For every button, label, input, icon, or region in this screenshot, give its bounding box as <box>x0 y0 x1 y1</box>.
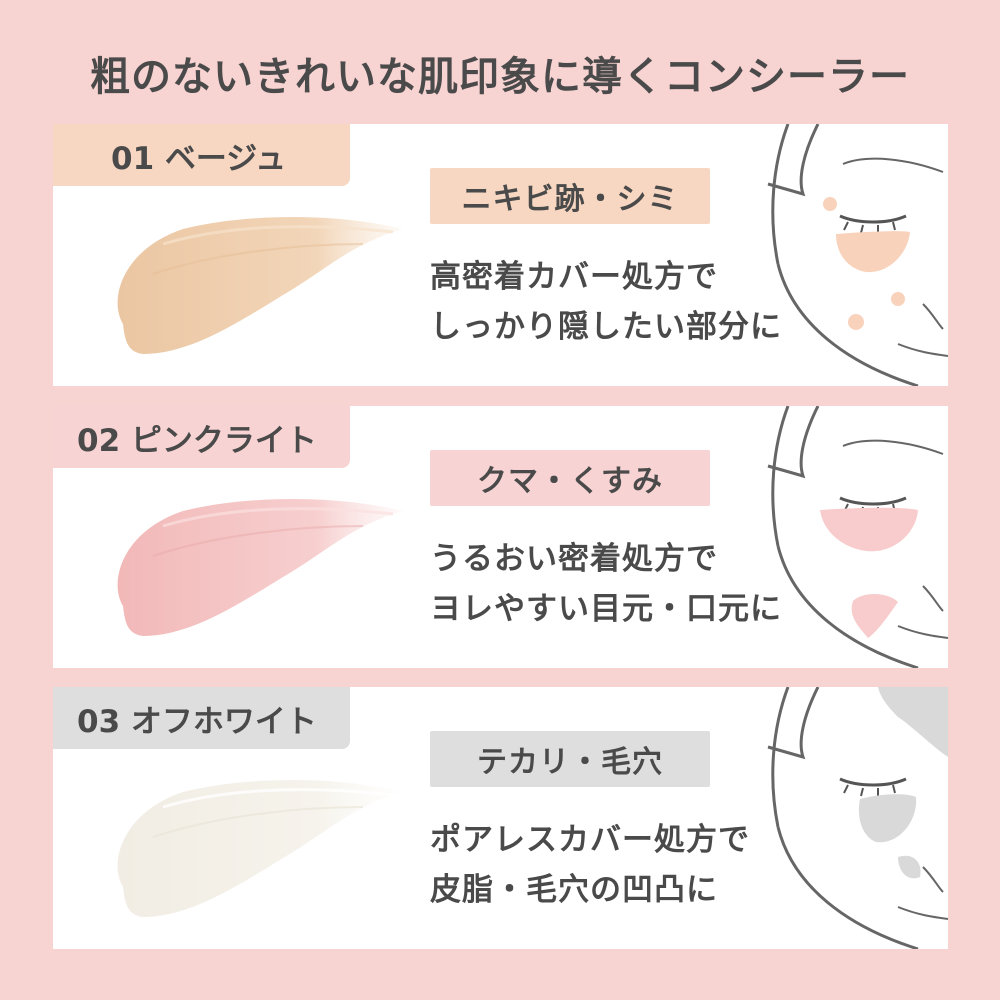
description-line: 皮脂・毛穴の凹凸に <box>430 872 718 908</box>
description-line: うるおい密着処方で <box>430 541 718 577</box>
shade-description: ポアレスカバー処方で 皮脂・毛穴の凹凸に <box>430 815 790 915</box>
shade-description: うるおい密着処方で ヨレやすい目元・口元に <box>430 534 790 634</box>
concealer-swatch-icon <box>117 498 403 636</box>
concealer-swatch-icon <box>117 216 403 354</box>
concern-tag: テカリ・毛穴 <box>430 731 710 787</box>
face-illustration-icon <box>767 124 948 386</box>
description-line: しっかり隠したい部分に <box>430 309 782 345</box>
page-title: 粗のないきれいな肌印象に導くコンシーラー <box>90 54 910 100</box>
description-line: ポアレスカバー処方で <box>430 822 750 858</box>
shade-card-beige: 01 ベージュ ニキビ跡・シミ 高密着カバー処方で しっかり隠したい部分に <box>53 124 948 386</box>
concealer-swatch-icon <box>117 779 403 917</box>
shade-label: 03 オフホワイト <box>53 687 350 749</box>
shade-description: 高密着カバー処方で しっかり隠したい部分に <box>430 252 790 352</box>
concern-tag: クマ・くすみ <box>430 450 710 506</box>
shade-card-off-white: 03 オフホワイト テカリ・毛穴 ポアレスカバー処方で 皮脂・毛穴の凹凸に <box>53 687 948 949</box>
shade-label: 01 ベージュ <box>53 124 350 186</box>
face-illustration-icon <box>767 406 948 668</box>
shade-label: 02 ピンクライト <box>53 406 350 468</box>
description-line: 高密着カバー処方で <box>430 259 718 295</box>
concern-tag: ニキビ跡・シミ <box>430 168 710 224</box>
face-illustration-icon <box>767 687 948 949</box>
shade-card-pink-light: 02 ピンクライト クマ・くすみ うるおい密着処方で ヨレやすい目元・口元に <box>53 406 948 668</box>
description-line: ヨレやすい目元・口元に <box>430 591 782 627</box>
